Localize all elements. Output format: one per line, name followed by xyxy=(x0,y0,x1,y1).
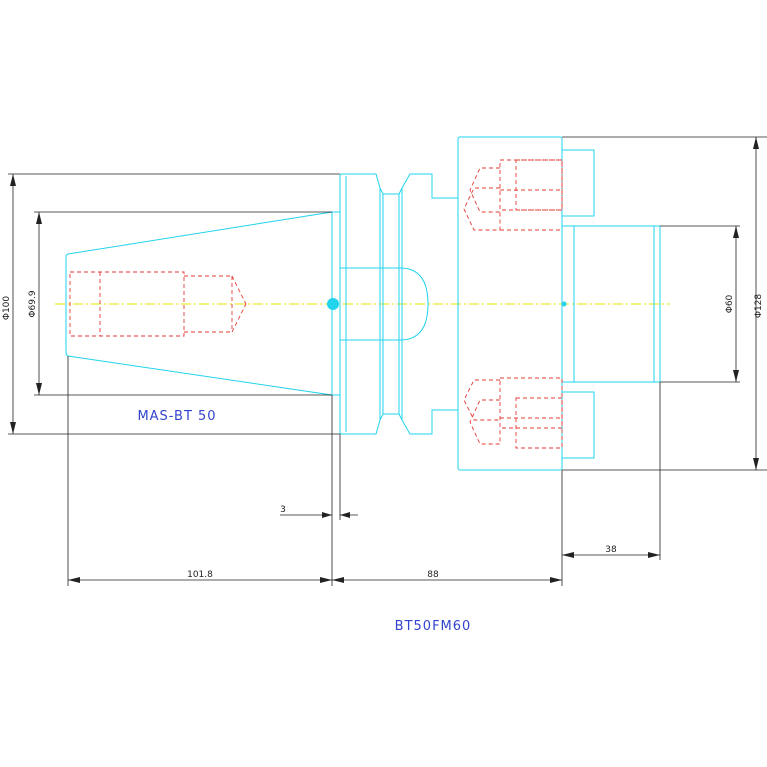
dim-taper-length: 101.8 xyxy=(187,570,213,580)
dim-flange-diameter: Φ100 xyxy=(2,296,12,321)
shank-label: MAS-BT 50 xyxy=(137,409,216,424)
dim-gap: 3 xyxy=(280,505,286,515)
gauge-point-marker xyxy=(327,298,339,310)
dimension-arrows xyxy=(10,137,759,583)
dim-pilot-diameter: Φ60 xyxy=(725,294,735,313)
dim-pilot-length: 38 xyxy=(605,545,617,555)
body-center-marker xyxy=(561,301,567,307)
taper-hidden-thread xyxy=(69,271,247,337)
taper-shank xyxy=(65,211,333,396)
body-hidden-bolts xyxy=(463,159,563,449)
dim-body-length: 88 xyxy=(427,570,439,580)
part-number-label: BT50FM60 xyxy=(395,619,472,634)
dim-taper-diameter: Φ69.9 xyxy=(28,290,38,317)
dim-body-diameter: Φ128 xyxy=(754,294,764,319)
dimension-lines xyxy=(8,136,767,586)
